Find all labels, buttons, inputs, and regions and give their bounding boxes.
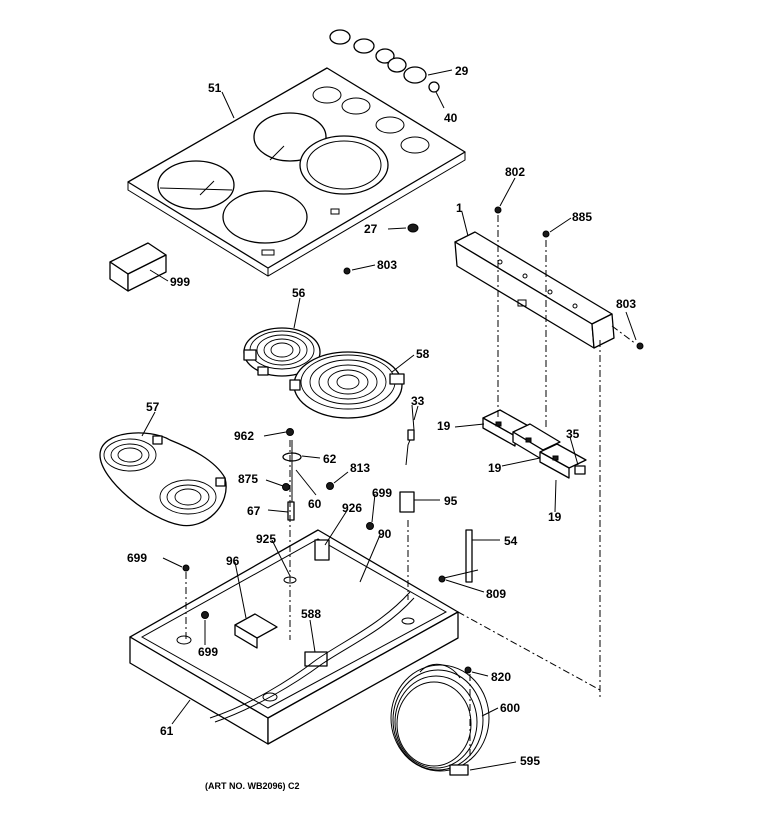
glass-cooktop <box>127 67 466 277</box>
callout-40: 40 <box>444 111 458 125</box>
surface-element-large <box>289 351 405 419</box>
gasket <box>407 223 419 233</box>
screw <box>494 206 502 214</box>
control-knobs <box>329 29 440 93</box>
callout-803-b: 803 <box>616 297 636 311</box>
hardware-stack <box>282 428 334 521</box>
callout-595: 595 <box>520 754 540 768</box>
callout-962: 962 <box>234 429 254 443</box>
callout-58: 58 <box>416 347 430 361</box>
callout-19-b: 19 <box>488 461 502 475</box>
alignment-lines <box>185 215 637 760</box>
callout-802: 802 <box>505 165 525 179</box>
terminal-strip <box>438 529 479 583</box>
surface-element-small <box>243 327 321 377</box>
callout-90: 90 <box>378 527 392 541</box>
wire-lead <box>405 404 415 466</box>
callout-19: 19 <box>437 419 451 433</box>
callout-813: 813 <box>350 461 370 475</box>
callout-926: 926 <box>342 501 362 515</box>
screw <box>343 267 351 275</box>
control-housing <box>454 231 615 349</box>
callout-699: 699 <box>372 486 392 500</box>
callout-54: 54 <box>504 534 518 548</box>
screw <box>366 522 374 530</box>
callout-numbers: 29 40 51 27 803 999 802 1 885 803 56 58 … <box>127 64 636 768</box>
callout-925: 925 <box>256 532 276 546</box>
screw <box>201 611 209 619</box>
infinite-switches <box>482 409 587 479</box>
callout-27: 27 <box>364 222 378 236</box>
art-number: (ART NO. WB2096) C2 <box>205 781 300 791</box>
bridge-element <box>99 432 227 527</box>
callout-699-c: 699 <box>198 645 218 659</box>
callout-96: 96 <box>226 554 240 568</box>
callout-29: 29 <box>455 64 469 78</box>
power-cord-harness <box>390 663 490 776</box>
callout-875: 875 <box>238 472 258 486</box>
callout-803: 803 <box>377 258 397 272</box>
screw <box>542 230 550 238</box>
callout-56: 56 <box>292 286 306 300</box>
screw <box>636 342 644 350</box>
callout-51: 51 <box>208 81 222 95</box>
callout-35: 35 <box>566 427 580 441</box>
callout-820: 820 <box>491 670 511 684</box>
bracket <box>234 613 278 649</box>
bracket <box>399 491 415 513</box>
callout-19-c: 19 <box>548 510 562 524</box>
callout-588: 588 <box>301 607 321 621</box>
callout-809: 809 <box>486 587 506 601</box>
callout-600: 600 <box>500 701 520 715</box>
callout-999: 999 <box>170 275 190 289</box>
callout-61: 61 <box>160 724 174 738</box>
callout-699-b: 699 <box>127 551 147 565</box>
callout-95: 95 <box>444 494 458 508</box>
callout-1: 1 <box>456 201 463 215</box>
callout-885: 885 <box>572 210 592 224</box>
callout-57: 57 <box>146 400 160 414</box>
callout-60: 60 <box>308 497 322 511</box>
parts-box <box>109 242 167 292</box>
cooktop-base-pan <box>129 529 459 745</box>
callout-33: 33 <box>411 394 425 408</box>
callout-67: 67 <box>247 504 261 518</box>
screw <box>182 564 190 572</box>
leader-lines <box>141 69 637 771</box>
callout-62: 62 <box>323 452 337 466</box>
terminal-block <box>209 591 415 723</box>
